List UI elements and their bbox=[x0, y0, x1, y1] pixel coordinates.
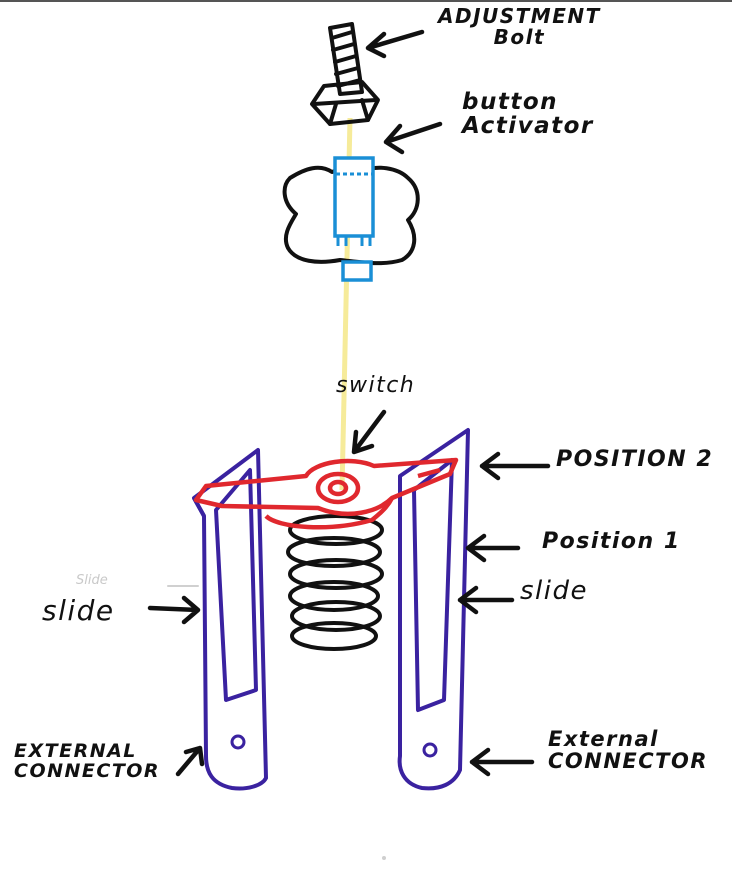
label-position-1: Position 1 bbox=[542, 529, 681, 554]
switch-arm bbox=[193, 457, 459, 530]
label-external-connector-right: External CONNECTOR bbox=[548, 727, 709, 774]
arrow-position-2 bbox=[479, 451, 551, 481]
label-adjustment-bolt: ADJUSTMENT Bolt bbox=[438, 4, 601, 49]
spring bbox=[286, 514, 384, 651]
arrow-button-activator bbox=[383, 121, 443, 155]
label-switch: switch bbox=[336, 373, 416, 398]
left-connector-hole bbox=[230, 734, 246, 750]
arrow-slide-right bbox=[457, 585, 515, 615]
arrow-connector-right bbox=[469, 747, 535, 777]
adjustment-bolt bbox=[310, 22, 380, 126]
label-external-connector-left: EXTERNAL CONNECTOR bbox=[14, 740, 161, 782]
label-slide-faint: Slide bbox=[76, 573, 108, 588]
label-slide-right: slide bbox=[520, 576, 588, 606]
arrow-adjustment-bolt bbox=[365, 29, 425, 59]
arrow-switch bbox=[351, 409, 387, 455]
top-border-line bbox=[0, 0, 732, 2]
right-slide bbox=[397, 428, 470, 791]
arrow-slide-left bbox=[147, 595, 201, 625]
right-connector-hole bbox=[422, 742, 438, 758]
label-slide-left: slide bbox=[42, 594, 115, 627]
label-position-2: POSITION 2 bbox=[556, 447, 714, 472]
arrows bbox=[147, 29, 551, 777]
arrow-connector-left bbox=[175, 745, 205, 777]
button-activator bbox=[282, 156, 420, 282]
stray-dot bbox=[382, 856, 386, 860]
arrow-position-1 bbox=[465, 533, 521, 563]
label-button-activator: button Activator bbox=[462, 89, 594, 140]
